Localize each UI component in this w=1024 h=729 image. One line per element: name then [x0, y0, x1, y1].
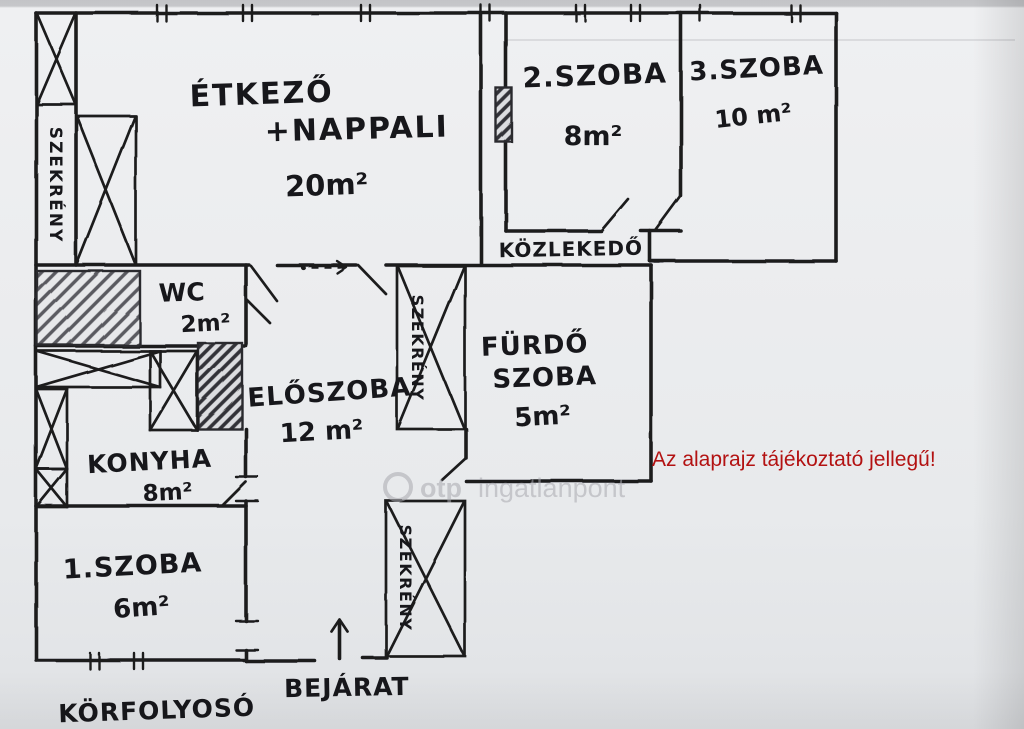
hatch-block-center: [196, 341, 244, 431]
watermark: otp ingatlanpont: [383, 472, 626, 503]
wardrobe-left-xbox: [34, 12, 78, 106]
plan-linework: [34, 3, 838, 671]
bathroom-label-1: FÜRDŐ: [480, 326, 589, 363]
room-labels: SZEKRÉNY ÉTKEZŐ +NAPPALI 20m² 2.SZOBA 8m…: [45, 51, 825, 729]
kitchen-area: 8m²: [142, 479, 193, 508]
wc-area: 2m²: [180, 310, 231, 339]
wc-label: WC: [158, 277, 205, 308]
bathroom-label-2: SZOBA: [492, 361, 598, 395]
door-wc: [244, 297, 272, 325]
door-room3: [654, 194, 683, 232]
hall-area: 12 m²: [279, 415, 364, 449]
gallery-label: KÖRFOLYOSÓ: [58, 692, 256, 729]
watermark-logo-text: otp: [420, 473, 462, 503]
hall-label: ELŐSZOBA: [246, 370, 412, 413]
door-hall-right: [356, 263, 388, 296]
dimension-ticks: [88, 3, 802, 671]
dashed-arrow: [300, 259, 348, 275]
entrance-label: BEJÁRAT: [284, 672, 410, 703]
kitchen-label: KONYHA: [86, 444, 212, 479]
door-marks: [220, 194, 683, 508]
room1-label: 1.SZOBA: [62, 547, 203, 585]
door-hall-left: [249, 264, 279, 303]
room2-area: 8m²: [564, 121, 623, 152]
dining-living-label-2: +NAPPALI: [264, 110, 449, 150]
dining-living-area: 20m²: [284, 167, 368, 204]
door-bathroom: [440, 456, 468, 482]
bathroom-area: 5m²: [514, 401, 572, 434]
walls: [34, 11, 838, 663]
door-kitchen: [220, 480, 248, 508]
cabinet-boxes: [34, 12, 467, 658]
watermark-logo-icon: [383, 472, 413, 502]
wardrobe-mid-box: [395, 264, 467, 431]
disclaimer-text: Az alaprajz tájékoztató jellegű!: [652, 448, 936, 471]
entrance-arrow: [330, 618, 350, 661]
kitchen-cabinet-2: [148, 349, 199, 432]
wardrobe-bottom-box: [384, 499, 467, 658]
hatch-wall-room2: [494, 86, 514, 144]
room2-label: 2.SZOBA: [522, 56, 667, 94]
living-wardrobe-xbox: [74, 114, 138, 266]
dining-living-label-1: ÉTKEZŐ: [189, 73, 334, 115]
wardrobe-mid-label: SZEKRÉNY: [408, 295, 427, 402]
hatch-block-left: [35, 269, 142, 347]
wardrobe-left-label: SZEKRÉNY: [45, 127, 67, 244]
room3-area: 10 m²: [713, 98, 793, 134]
room1-area: 6m²: [112, 591, 171, 625]
watermark-brand-text: ingatlanpont: [478, 473, 626, 503]
wardrobe-bottom-label: SZEKRÉNY: [396, 525, 415, 632]
door-room2: [599, 197, 630, 233]
hatched-blocks: [35, 86, 514, 431]
kitchen-cabinet-4: [34, 467, 69, 509]
corridor-label: KÖZLEKEDŐ: [499, 236, 644, 263]
room3-label: 3.SZOBA: [689, 51, 825, 88]
